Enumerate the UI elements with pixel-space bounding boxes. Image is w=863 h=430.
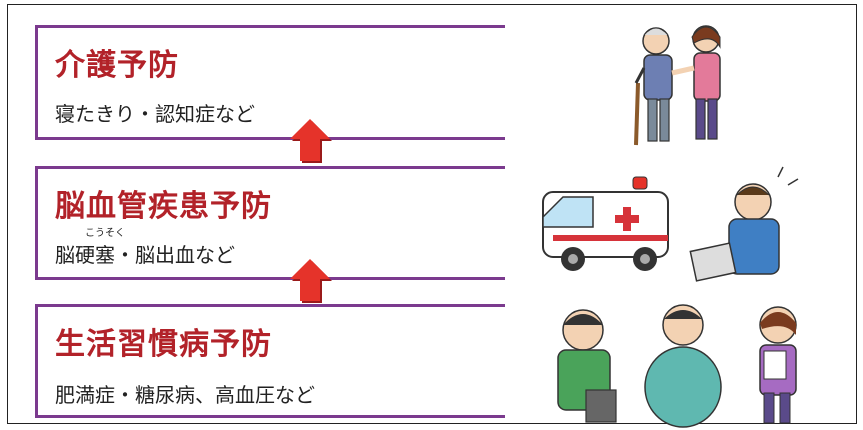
stroke-patient-icon bbox=[689, 166, 799, 282]
section-title: 介護予防 bbox=[55, 48, 179, 83]
ambulance-icon bbox=[542, 176, 669, 271]
lifestyle-disease-prevention-box: 生活習慣病予防 肥満症・糖尿病、高血圧など bbox=[35, 304, 505, 418]
content-frame: 介護予防 寝たきり・認知症など 脳血管疾患予防 こうそく 脳硬塞・脳出血など 生… bbox=[7, 4, 857, 428]
ruby-annotation: こうそく bbox=[85, 228, 125, 239]
up-arrow-icon bbox=[290, 119, 332, 163]
elderly-couple-illustration bbox=[634, 25, 721, 146]
section-subtitle: 肥満症・糖尿病、高血圧など bbox=[55, 383, 315, 407]
cerebrovascular-prevention-box: 脳血管疾患予防 こうそく 脳硬塞・脳出血など bbox=[35, 166, 505, 280]
care-prevention-box: 介護予防 寝たきり・認知症など bbox=[35, 25, 505, 140]
up-arrow-icon bbox=[290, 259, 332, 303]
section-title: 生活習慣病予防 bbox=[55, 327, 272, 362]
section-subtitle: 脳硬塞・脳出血など bbox=[55, 243, 235, 267]
section-subtitle: 寝たきり・認知症など bbox=[55, 102, 255, 126]
ambulance-and-patient-illustration bbox=[542, 166, 799, 282]
lifestyle-disease-people-illustration bbox=[557, 304, 797, 428]
section-title: 脳血管疾患予防 bbox=[55, 189, 272, 224]
